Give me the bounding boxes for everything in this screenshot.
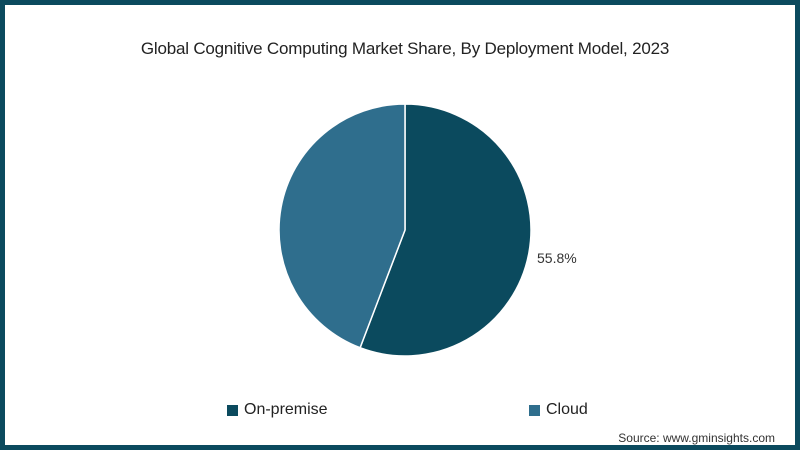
pie-slice-on-premise xyxy=(359,103,532,357)
legend-swatch-on-premise xyxy=(227,404,238,416)
pie-slice-cloud xyxy=(278,103,406,349)
legend-label-cloud: Cloud xyxy=(546,401,588,418)
chart-title: Global Cognitive Computing Market Share,… xyxy=(140,39,670,58)
legend-label-on-premise: On-premise xyxy=(244,401,328,418)
source-note: Source: www.gminsights.com xyxy=(618,431,775,445)
data-label-on-premise: 55.8% xyxy=(537,250,577,266)
legend-swatch-cloud xyxy=(529,404,540,416)
pie-chart xyxy=(278,103,532,357)
legend-item-on-premise: On-premise xyxy=(227,401,328,419)
legend-item-cloud: Cloud xyxy=(529,401,588,419)
